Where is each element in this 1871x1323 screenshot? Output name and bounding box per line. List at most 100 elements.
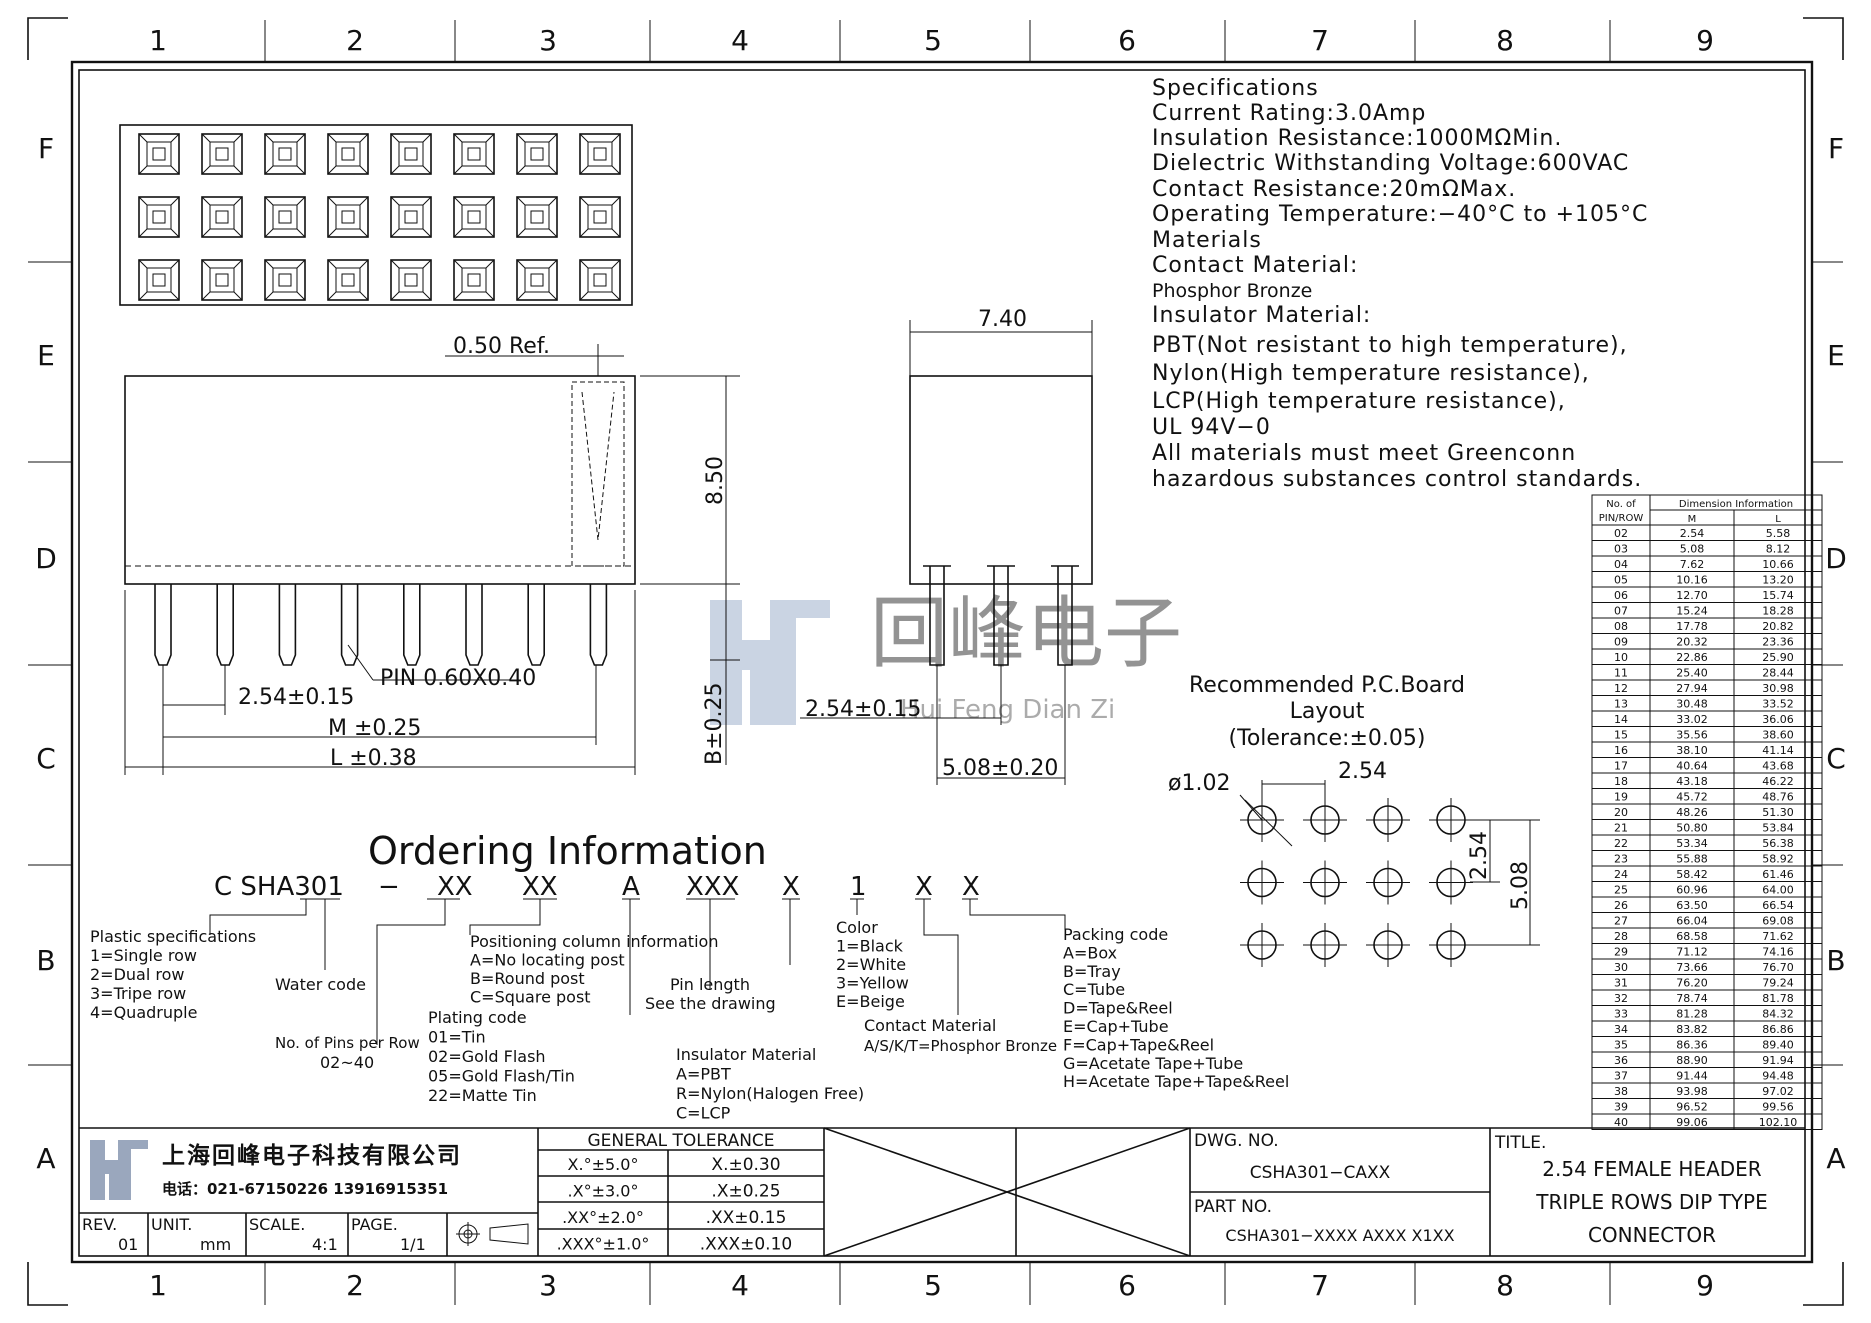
table-cell: 10.66 [1762,558,1794,571]
table-cell: 63.50 [1676,899,1708,912]
table-cell: 37 [1614,1070,1628,1083]
table-cell: 74.16 [1762,946,1794,959]
table-cell: 33.52 [1762,698,1794,711]
table-cell: 61.46 [1762,868,1794,881]
scale-value: 4:1 [312,1235,338,1254]
table-cell: 48.26 [1676,806,1708,819]
zone-row-left: C [36,742,56,775]
dim-side-width: 7.40 [978,307,1027,332]
spec-line: Current Rating:3.0Amp [1152,101,1426,126]
zone-row-right: D [1825,542,1847,575]
table-cell: 91.94 [1762,1054,1794,1067]
table-cell: 20 [1614,806,1628,819]
zone-ticks [28,20,1843,1305]
table-cell: 86.86 [1762,1023,1794,1036]
ordering-packing: Packing code [1063,925,1168,944]
spec-line: Insulation Resistance:1000MΩMin. [1152,126,1562,151]
table-cell: 71.12 [1676,946,1708,959]
table-cell: 23 [1614,853,1628,866]
ordering-positioning: A=No locating post [470,951,625,970]
contact-cell [327,196,369,238]
projection-symbol [456,1222,529,1246]
spec-line: Phosphor Bronze [1152,280,1312,302]
company-phone: 电话：021-67150226 13916915351 [162,1180,448,1198]
contact-cell [138,133,180,175]
watermark-text: 回峰电子 [870,589,1182,679]
spec-line: hazardous substances control standards. [1152,467,1642,492]
top-view-contacts [138,133,621,301]
zone-col-bottom: 7 [1311,1269,1329,1302]
contact-cell [264,259,306,301]
pcb-hole [1429,798,1473,842]
table-cell: 29 [1614,946,1628,959]
watermark: 回峰电子 Hui Feng Dian Zi [710,589,1182,725]
table-cell: 76.70 [1762,961,1794,974]
table-cell: 22.86 [1676,651,1708,664]
drawing-title: TRIPLE ROWS DIP TYPE [1535,1190,1768,1214]
ordering-plating: 02=Gold Flash [428,1047,546,1066]
ordering-code-segment: X [782,872,800,902]
ordering-contact: Contact Material [864,1016,996,1035]
table-cell: 36.06 [1762,713,1794,726]
table-cell: 96.52 [1676,1101,1708,1114]
dwg-label: DWG. NO. [1194,1131,1279,1151]
table-cell: 40 [1614,1116,1628,1129]
tolerance-angle: X.°±5.0° [568,1155,639,1174]
pcb-title-2: Layout [1290,699,1365,724]
table-cell: 91.44 [1676,1070,1708,1083]
table-cell: 34 [1614,1023,1628,1036]
corner-marks [27,17,1844,1306]
pin [216,584,234,666]
table-cell: 04 [1614,558,1628,571]
company-logo [90,1140,148,1200]
unit-label: UNIT. [151,1215,192,1234]
ordering-code-segment: XXX [686,872,739,902]
table-cell: 12.70 [1676,589,1708,602]
pcb-title-3: (Tolerance:±0.05) [1229,726,1426,751]
pcb-hole [1429,860,1473,905]
table-cell: 21 [1614,822,1628,835]
side-dimensions [800,320,1093,785]
pin [278,584,297,666]
table-cell: 33 [1614,1008,1628,1021]
top-view-outline [119,124,633,306]
table-cell: 15.74 [1762,589,1794,602]
table-header: L [1775,514,1781,525]
outer-frame [70,60,1814,1264]
pin [403,584,421,666]
table-cell: 53.84 [1762,822,1794,835]
zone-col-bottom: 9 [1696,1269,1714,1302]
ordering-plastic: Plastic specifications [90,927,256,946]
contact-cell [264,133,306,175]
pcb-hole [1303,923,1347,967]
table-cell: 50.80 [1676,822,1708,835]
tolerance-linear: .XXX±0.10 [700,1235,792,1255]
table-cell: 18 [1614,775,1628,788]
zone-row-right: A [1826,1142,1845,1175]
tolerance-linear: .X±0.25 [711,1182,780,1202]
spec-line: Nylon(High temperature resistance), [1152,361,1590,386]
table-cell: 83.82 [1676,1023,1708,1036]
ordering-insulator: C=LCP [676,1104,731,1123]
table-cell: 30 [1614,961,1628,974]
dim-b: B±0.25 [702,682,727,765]
page-label: PAGE. [351,1215,398,1234]
drawing-title: 2.54 FEMALE HEADER [1542,1157,1761,1181]
table-cell: 5.08 [1680,543,1705,556]
contact-cell [201,196,243,238]
pin [465,584,483,666]
